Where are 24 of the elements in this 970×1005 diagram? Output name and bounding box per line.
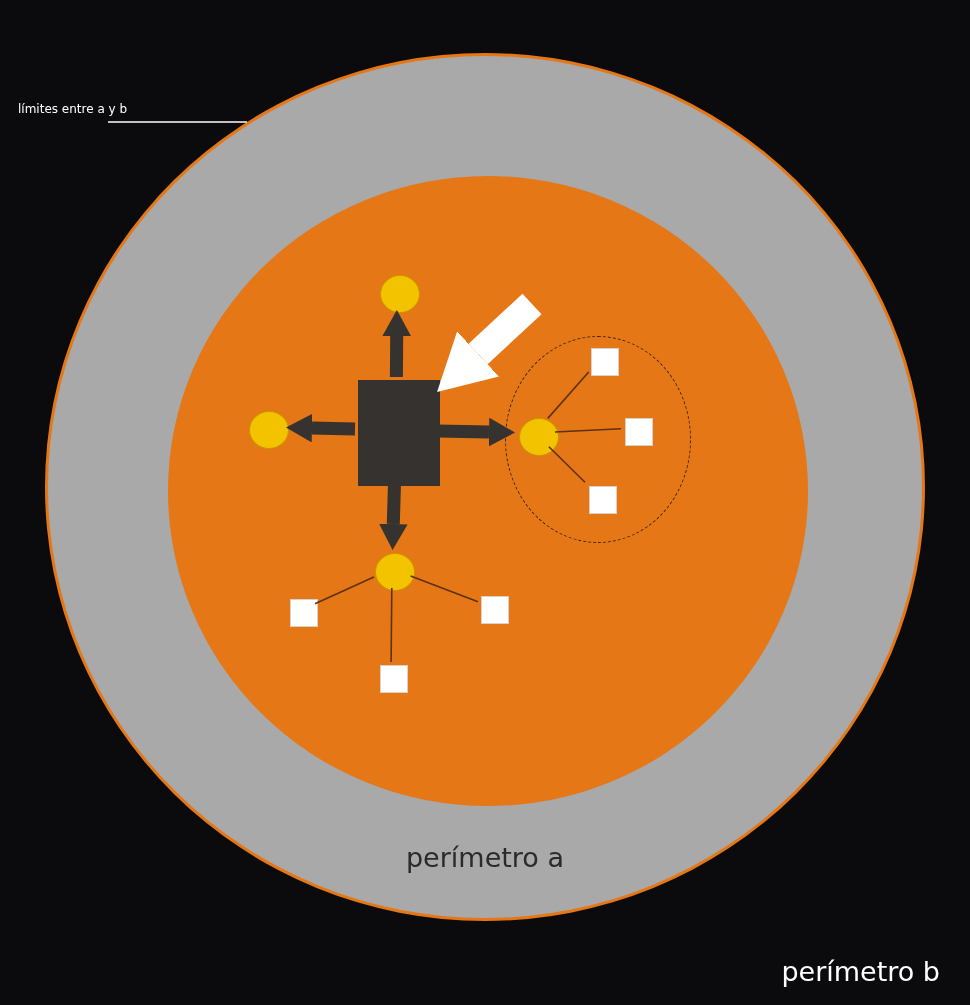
connector-line — [548, 445, 586, 483]
node-square — [481, 596, 509, 624]
arrow — [286, 413, 356, 443]
node-square — [290, 599, 318, 627]
node-circle — [375, 553, 415, 591]
connector-line — [390, 587, 393, 663]
connector-line — [547, 371, 590, 420]
connector-line — [409, 575, 479, 603]
node-circle — [380, 275, 420, 313]
node-square — [589, 486, 617, 514]
node-square — [591, 348, 619, 376]
node-square — [625, 418, 653, 446]
connector-line — [554, 427, 622, 433]
arrow — [437, 293, 542, 393]
area-label: perímetro a — [406, 841, 564, 875]
area-label: perímetro b — [781, 955, 940, 989]
central-block — [358, 380, 440, 486]
node-circle — [249, 411, 289, 449]
node-square — [380, 665, 408, 693]
connector-line — [314, 576, 375, 605]
leader-label: límites entre a y b — [18, 100, 148, 122]
node-circle — [519, 418, 559, 456]
arrow — [382, 310, 411, 378]
leader-line — [107, 121, 248, 123]
